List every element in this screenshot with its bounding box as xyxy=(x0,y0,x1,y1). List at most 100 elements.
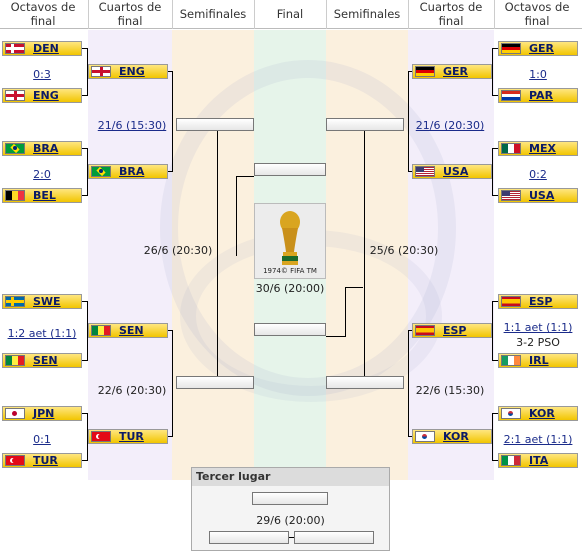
bracket-line xyxy=(492,413,493,461)
bracket-line xyxy=(408,171,413,172)
team-name[interactable]: KOR xyxy=(529,407,555,420)
team-name[interactable]: TUR xyxy=(119,430,144,443)
match-score-link[interactable]: 2:1 aet (1:1) xyxy=(503,433,573,446)
header-r16-right: Octavos de final xyxy=(504,0,570,28)
bracket-line xyxy=(408,330,409,437)
team-name[interactable]: ENG xyxy=(33,89,59,102)
korea-flag-icon xyxy=(415,431,435,442)
team-bel[interactable]: BEL xyxy=(2,188,82,203)
bracket-line xyxy=(492,413,498,414)
bracket-line xyxy=(492,195,498,196)
bracket-line xyxy=(492,148,498,149)
team-tur[interactable]: TUR xyxy=(2,453,82,468)
team-name[interactable]: JPN xyxy=(33,407,55,420)
team-eng[interactable]: ENG xyxy=(2,88,82,103)
final-date: 30/6 (20:00) xyxy=(255,282,325,295)
bracket-line xyxy=(408,330,413,331)
team-jpn[interactable]: JPN xyxy=(2,406,82,421)
match-score-link[interactable]: 1:2 aet (1:1) xyxy=(7,327,77,340)
brazil-flag-icon xyxy=(91,166,111,177)
sf-left-slot-2 xyxy=(176,376,254,389)
team-name[interactable]: GER xyxy=(443,65,469,78)
bracket-line xyxy=(87,413,88,461)
team-name[interactable]: SWE xyxy=(33,295,61,308)
team-name[interactable]: ENG xyxy=(119,65,145,78)
bracket-line xyxy=(82,195,88,196)
header-final: Final xyxy=(276,7,304,21)
qf-team-esp[interactable]: ESP xyxy=(412,323,492,338)
team-kor[interactable]: KOR xyxy=(498,406,578,421)
team-name[interactable]: PAR xyxy=(529,89,554,102)
team-name[interactable]: BRA xyxy=(119,165,145,178)
team-mex[interactable]: MEX xyxy=(498,141,578,156)
team-bra[interactable]: BRA xyxy=(2,141,82,156)
sf-left-date: 26/6 (20:30) xyxy=(143,244,213,257)
team-ger[interactable]: GER xyxy=(498,41,578,56)
team-ita[interactable]: ITA xyxy=(498,453,578,468)
qf-team-sen[interactable]: SEN xyxy=(88,323,168,338)
team-sen[interactable]: SEN xyxy=(2,353,82,368)
team-den[interactable]: DEN xyxy=(2,41,82,56)
match-score-link[interactable]: 0:2 xyxy=(529,168,547,181)
team-name[interactable]: IRL xyxy=(529,354,549,367)
qf-team-usa[interactable]: USA xyxy=(412,164,492,179)
team-swe[interactable]: SWE xyxy=(2,294,82,309)
team-name[interactable]: MEX xyxy=(529,142,556,155)
team-name[interactable]: USA xyxy=(529,189,555,202)
bracket-line xyxy=(492,460,498,461)
qf-team-eng[interactable]: ENG xyxy=(88,64,168,79)
sf-right-date: 25/6 (20:30) xyxy=(369,244,439,257)
match-score-link[interactable]: 2:0 xyxy=(33,168,51,181)
match-date-link[interactable]: 21/6 (15:30) xyxy=(97,119,167,132)
match-score-link[interactable]: 1:0 xyxy=(529,68,547,81)
match-score-link[interactable]: 0:3 xyxy=(33,68,51,81)
bracket-line xyxy=(82,48,88,49)
bracket-line xyxy=(87,148,88,196)
header-r16-left: Octavos de final xyxy=(10,0,76,28)
team-name[interactable]: KOR xyxy=(443,430,469,443)
third-place-team-slot-2 xyxy=(294,531,374,544)
qf-team-bra[interactable]: BRA xyxy=(88,164,168,179)
team-par[interactable]: PAR xyxy=(498,88,578,103)
team-usa[interactable]: USA xyxy=(498,188,578,203)
header-sep xyxy=(408,0,409,29)
team-irl[interactable]: IRL xyxy=(498,353,578,368)
match-score-link[interactable]: 0:1 xyxy=(33,433,51,446)
team-name[interactable]: BRA xyxy=(33,142,59,155)
senegal-flag-icon xyxy=(5,355,25,366)
team-esp[interactable]: ESP xyxy=(498,294,578,309)
korea-flag-icon xyxy=(501,408,521,419)
bracket-line xyxy=(408,436,413,437)
qf-team-tur[interactable]: TUR xyxy=(88,429,168,444)
usa-flag-icon xyxy=(415,166,435,177)
team-name[interactable]: TUR xyxy=(33,454,58,467)
bracket-line xyxy=(492,48,493,96)
team-name[interactable]: ESP xyxy=(529,295,553,308)
bracket-line xyxy=(168,71,173,72)
third-place-panel: Tercer lugar 29/6 (20:00) xyxy=(191,467,390,551)
bracket-line xyxy=(217,131,218,376)
team-name[interactable]: SEN xyxy=(119,324,144,337)
team-name[interactable]: BEL xyxy=(33,189,56,202)
header-sf-right: Semifinales xyxy=(333,7,401,21)
team-name[interactable]: ITA xyxy=(529,454,549,467)
team-name[interactable]: USA xyxy=(443,165,469,178)
paraguay-flag-icon xyxy=(501,90,521,101)
match-score-link[interactable]: 1:1 aet (1:1) xyxy=(503,321,573,334)
bracket-line xyxy=(172,71,173,172)
bracket-line xyxy=(82,360,88,361)
match-date: 22/6 (15:30) xyxy=(415,384,485,397)
team-name[interactable]: SEN xyxy=(33,354,58,367)
qf-team-ger[interactable]: GER xyxy=(412,64,492,79)
bracket-line xyxy=(82,95,88,96)
match-date-link[interactable]: 21/6 (20:30) xyxy=(415,119,485,132)
team-name[interactable]: ESP xyxy=(443,324,467,337)
final-slot-1 xyxy=(254,163,326,176)
team-name[interactable]: DEN xyxy=(33,42,59,55)
team-name[interactable]: GER xyxy=(529,42,555,55)
qf-team-kor[interactable]: KOR xyxy=(412,429,492,444)
turkey-flag-icon xyxy=(91,431,111,442)
header-sep xyxy=(494,0,495,29)
bracket-line xyxy=(326,336,346,337)
header-sep xyxy=(88,0,89,29)
